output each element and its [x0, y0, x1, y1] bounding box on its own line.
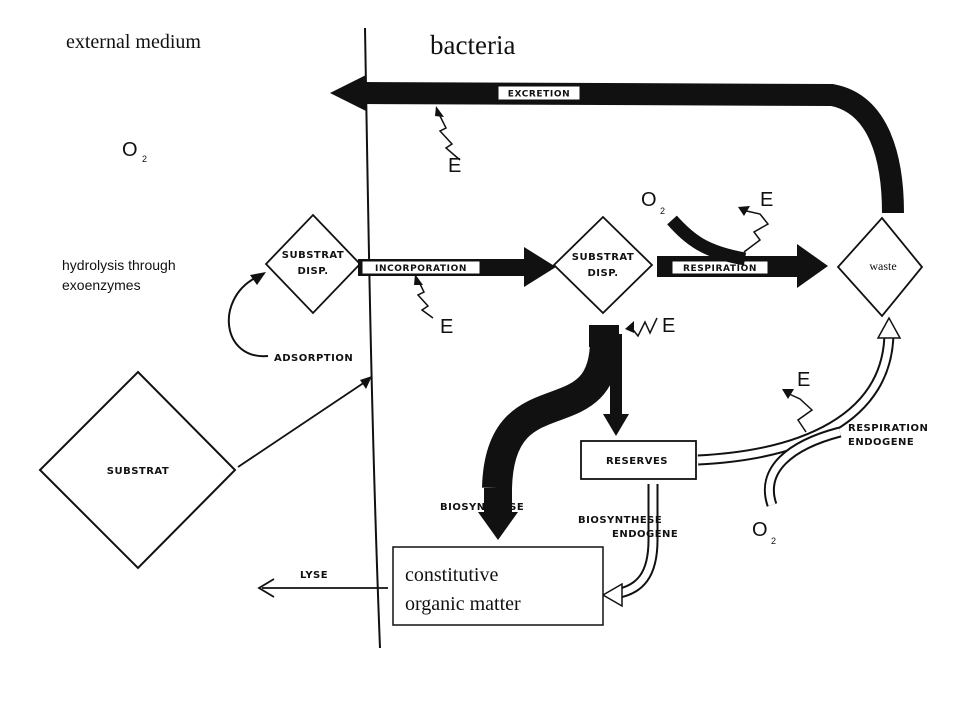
incorporation-arrowhead — [524, 247, 556, 287]
biosynthese-neck — [484, 488, 512, 514]
svg-text:2: 2 — [771, 536, 776, 546]
excretion-arrowhead — [330, 75, 366, 111]
energy-excretion: E — [435, 106, 461, 177]
substrat-disp-mid-label-2: DISP. — [587, 268, 618, 279]
energy-respiration: E — [738, 189, 773, 253]
incorporation-label-box — [361, 260, 481, 275]
energy-biosynthese: E — [625, 315, 675, 338]
constitutive-label-1: constitutive — [405, 564, 498, 586]
external-oxygen-symbol: O 2 — [122, 139, 147, 164]
incorporation-label: INCORPORATION — [375, 264, 467, 274]
respiration-arrowhead — [797, 244, 828, 288]
substrat-disp-left-diamond — [264, 213, 362, 315]
substrat-disp-left-label-2: DISP. — [297, 266, 328, 277]
reserves-box — [580, 440, 697, 480]
external-medium-title: external medium — [66, 31, 201, 53]
substrat-label: SUBSTRAT — [107, 466, 169, 477]
oxygen-endogene: O 2 — [752, 519, 776, 546]
biosynthese-endogene-label-1: BIOSYNTHESE — [578, 515, 662, 526]
adsorption-label: ADSORPTION — [274, 353, 353, 364]
biosynthese-arrow-band — [482, 339, 620, 489]
constitutive-label-2: organic matter — [405, 593, 521, 615]
respiration-label: RESPIRATION — [683, 264, 757, 274]
substrat-diamond — [38, 370, 237, 570]
oxygen-respiration-curve — [667, 215, 747, 266]
bacteria-title: bacteria — [430, 30, 515, 60]
svg-text:E: E — [797, 369, 810, 391]
respiration-endogene-arrowhead — [876, 316, 902, 339]
waste-label: waste — [869, 259, 896, 273]
substrat-adsorption-arrowhead — [360, 376, 372, 389]
respiration-endogene-label-1: RESPIRATION — [848, 423, 928, 434]
waste-diamond — [836, 216, 924, 318]
hydrolysis-note-line-1: hydrolysis through — [62, 257, 176, 273]
substrat-disp-mid-label-1: SUBSTRAT — [572, 252, 634, 263]
excretion-arrow-band — [359, 82, 904, 214]
substrat-disp-mid-diamond — [552, 215, 654, 315]
svg-text:E: E — [662, 315, 675, 337]
svg-text:O: O — [122, 139, 138, 161]
oxygen-respiration: O 2 — [641, 189, 665, 216]
reserves-feed-arrowhead — [603, 414, 629, 436]
excretion-label: EXCRETION — [508, 90, 571, 100]
adsorption-loop — [227, 277, 269, 358]
excretion-label-box — [497, 85, 581, 101]
oxygen-endogene-curve-inner — [765, 428, 841, 507]
svg-text:O: O — [641, 189, 657, 211]
substrat-disp-left-label-1: SUBSTRAT — [282, 250, 344, 261]
reserves-label: RESERVES — [606, 456, 668, 467]
lyse-label: LYSE — [300, 570, 328, 581]
svg-text:E: E — [760, 189, 773, 211]
adsorption-loop-arrowhead — [250, 272, 266, 285]
respiration-endogene-label-2: ENDOGENE — [848, 437, 914, 448]
respiration-endogene-arrow-inner — [697, 329, 893, 464]
cell-membrane-line — [364, 27, 381, 649]
reserves-feed-shaft — [610, 334, 622, 416]
biosynthese-endogene-arrowhead — [601, 582, 623, 608]
svg-text:2: 2 — [142, 154, 147, 164]
constitutive-box — [392, 546, 604, 626]
biosynthese-endogene-label-2: ENDOGENE — [612, 529, 678, 540]
svg-text:2: 2 — [660, 206, 665, 216]
biosynthese-arrowhead — [478, 512, 518, 540]
biosynthese-label: BIOSYNTHESE — [440, 502, 524, 513]
energy-respiration-endogene: E — [782, 369, 814, 433]
svg-text:O: O — [752, 519, 768, 541]
energy-incorporation: E — [414, 274, 453, 338]
svg-text:E: E — [448, 155, 461, 177]
hydrolysis-note-line-2: exoenzymes — [62, 277, 141, 293]
lyse-arrowhead — [257, 578, 275, 598]
substrat-adsorption-arrow — [237, 381, 366, 468]
svg-text:E: E — [440, 316, 453, 338]
biosynthese-endogene-arrow-inner — [614, 484, 657, 598]
